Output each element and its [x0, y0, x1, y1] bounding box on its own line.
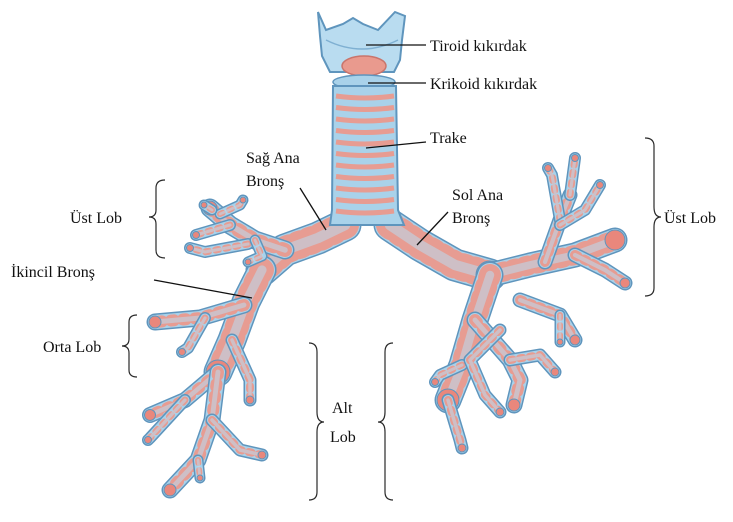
label-tiroid-kikirdak: Tiroid kıkırdak [430, 38, 527, 55]
label-trake: Trake [430, 130, 467, 147]
left-lower-branch-b [448, 400, 466, 452]
right-upper-branch-e-tip [201, 202, 207, 208]
left-lower-branch-d-tip [551, 368, 559, 376]
left-lower-branch-a-tip [432, 379, 439, 386]
left-upper-branch-d-tip [620, 278, 630, 288]
left-lower-branch-g-tip [557, 339, 563, 345]
trachea-ring [336, 96, 394, 98]
label-sol-ana-line2: Bronş [452, 210, 490, 227]
left-upper-branch-b [545, 165, 561, 221]
left-upper-lobe-bronchus-tip [605, 230, 625, 250]
right-lower-branch-f-tip [145, 437, 152, 444]
left-upper-branch-d [575, 255, 630, 288]
label-sol-ana-line1: Sol Ana [452, 187, 503, 204]
brace-ust-lob-left [149, 180, 165, 258]
trachea-ring [336, 131, 394, 133]
trachea-ring [336, 142, 394, 144]
left-upper-branch-b-tip [545, 165, 552, 172]
label-alt-lob-line2: Lob [330, 429, 356, 446]
brace-orta-lob [122, 315, 137, 377]
right-lower-branch-b-tip [145, 410, 156, 421]
left-upper-branch-c-tip [597, 182, 604, 189]
trachea-ring [336, 188, 394, 190]
right-upper-branch-b-tip [187, 245, 194, 252]
trachea-ring [336, 211, 394, 213]
right-upper-branch-a-tip [193, 232, 200, 239]
left-lower-branch-e-tip [570, 335, 580, 345]
right-upper-branch-a [193, 225, 231, 239]
trachea-ring [336, 108, 394, 110]
left-lower-branch-f-tip [496, 408, 504, 416]
label-sag-ana-line2: Bronş [246, 173, 284, 190]
right-upper-branch-b [187, 244, 249, 252]
right-upper-branch-d-tip [245, 259, 251, 265]
trachea-ring [336, 119, 394, 121]
trachea-ring [336, 154, 394, 156]
right-lower-branch-a-tip [246, 396, 254, 404]
left-lower-branch-g [557, 315, 563, 345]
label-ikincil-bronus: İkincil Bronş [11, 263, 95, 281]
right-lower-branch-d [212, 420, 266, 459]
right-lower-branch-e [197, 460, 203, 481]
label-ust-lob-right: Üst Lob [664, 209, 716, 227]
right-middle-lobe-bronchus-tip [149, 316, 161, 328]
right-lower-branch-c-tip [164, 484, 176, 496]
right-lower-branch-a [232, 340, 254, 404]
left-lower-branch-c-tip [508, 399, 520, 411]
trachea-ring [336, 165, 394, 167]
brace-alt-lob-right [378, 343, 393, 500]
left-lower-branch-b-tip [458, 444, 466, 452]
left-upper-branch-e-tip [572, 155, 579, 162]
brace-alt-lob-left [309, 343, 324, 500]
right-upper-branch-e [201, 202, 212, 210]
trachea-ring [336, 200, 394, 202]
label-ust-lob-left: Üst Lob [70, 209, 122, 227]
label-alt-lob-line1: Alt [332, 400, 353, 417]
right-lower-branch-e-tip [197, 475, 203, 481]
left-lower-branch-e [520, 300, 580, 345]
label-sag-ana-line1: Sağ Ana [246, 150, 300, 167]
trachea-shape [330, 86, 404, 225]
right-lower-branch-d-tip [258, 451, 266, 459]
right-upper-branch-c-tip [240, 197, 246, 203]
right-upper-branch-c [220, 197, 246, 214]
label-orta-lob: Orta Lob [43, 339, 101, 356]
trachea-ring [336, 177, 394, 179]
right-middle-branch-a-tip [179, 349, 186, 356]
left-upper-branch-e [570, 155, 579, 196]
label-krikoid-kikirdak: Krikoid kıkırdak [430, 76, 537, 93]
brace-ust-lob-right [645, 138, 661, 296]
